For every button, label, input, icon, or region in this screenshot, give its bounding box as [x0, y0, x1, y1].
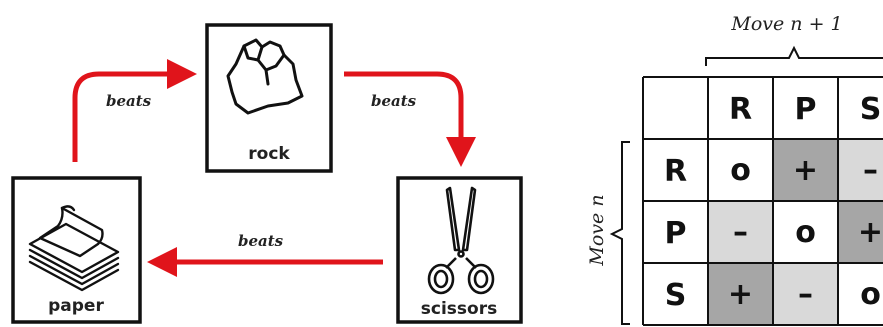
matrix-cell-3-2: – [798, 277, 813, 312]
matrix-cell-2-3: + [858, 215, 883, 250]
row-header-p: P [665, 216, 687, 251]
matrix-cell-bg-3-3 [838, 263, 883, 325]
matrix-cell-bg-2-2 [773, 201, 838, 263]
matrix-cell-bg-1-1 [708, 139, 773, 201]
paper-card: paper [11, 176, 142, 324]
matrix-cell-bg-3-1 [708, 263, 773, 325]
beats-label-top-right: beats [371, 92, 417, 110]
matrix-cell-1-1: o [730, 153, 751, 188]
matrix-cell-2-1: – [733, 215, 748, 250]
matrix-cell-bg-2-3 [838, 201, 883, 263]
column-header-r: R [729, 92, 752, 127]
arrow-rock-to-scissors [344, 71, 476, 167]
arrow-paper-to-rock [72, 59, 197, 162]
row-axis-title: Move n [586, 194, 608, 266]
matrix-cell-bg-1-2 [773, 139, 838, 201]
rock-icon [226, 38, 304, 115]
column-header-s: S [860, 92, 882, 127]
rock-label: rock [248, 144, 290, 164]
matrix-cell-3-1: + [728, 277, 753, 312]
beats-label-bottom: beats [238, 232, 284, 250]
paper-label: paper [48, 296, 104, 316]
matrix-cell-bg-1-3 [838, 139, 883, 201]
column-brace [705, 45, 883, 66]
row-header-s: S [665, 278, 687, 313]
scissors-label: scissors [421, 299, 497, 319]
beats-label-top-left: beats [106, 92, 152, 110]
cycle-diagram: rock scissors [11, 23, 523, 324]
column-header-p: P [795, 92, 817, 127]
rock-card: rock [205, 23, 333, 173]
matrix-cell-bg-3-2 [773, 263, 838, 325]
matrix-cell-1-2: + [793, 153, 818, 188]
paper-icon [28, 205, 120, 292]
row-brace [609, 141, 630, 325]
matrix-cell-3-3: o [860, 277, 881, 312]
matrix-cell-1-3: – [863, 153, 878, 188]
scissors-icon [427, 186, 495, 295]
matrix-cell-bg-2-1 [708, 201, 773, 263]
scissors-card: scissors [396, 176, 523, 324]
column-axis-title: Move n + 1 [730, 13, 842, 35]
matrix-cell-2-2: o [795, 215, 816, 250]
row-header-r: R [664, 154, 687, 189]
